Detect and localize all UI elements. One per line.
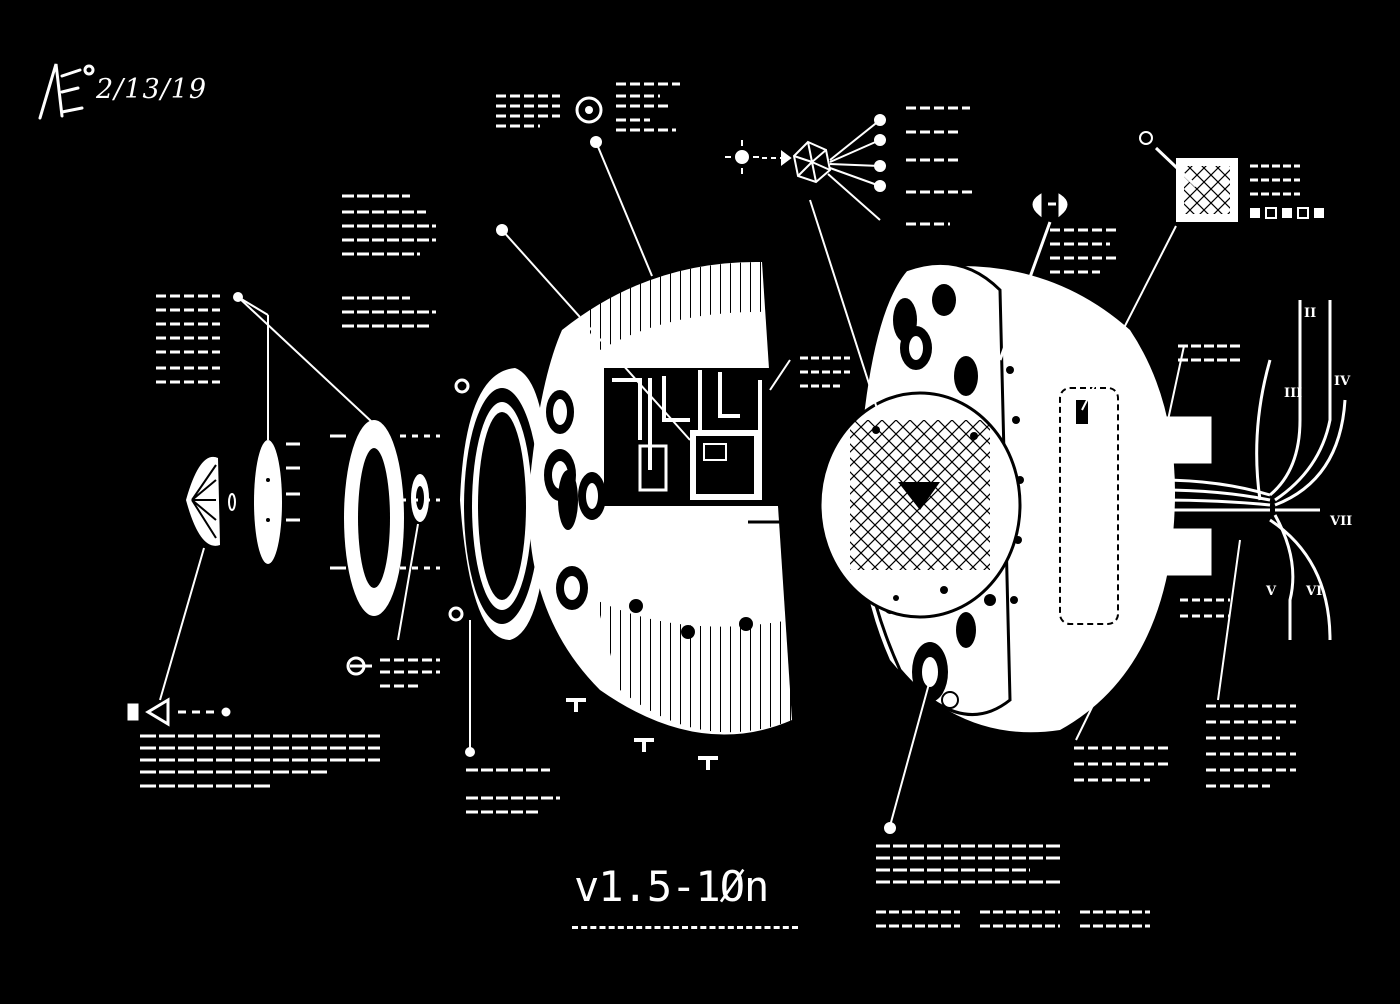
lens-icon: [998, 193, 1068, 361]
back-hemisphere-leaders: [884, 345, 1241, 834]
callout-lens: [127, 697, 231, 727]
sun-icon: [725, 140, 792, 174]
flange-ring: [460, 368, 548, 757]
numeral-vii: VII: [1330, 514, 1353, 529]
version-underline: [572, 926, 798, 929]
ring-washer: [237, 296, 404, 616]
date-annotation: 2/13/19: [96, 74, 208, 105]
lens-cap: [159, 456, 236, 701]
numeral-vi: VI: [1306, 584, 1323, 599]
numeral-iv: IV: [1334, 374, 1351, 389]
front-hemisphere: [528, 261, 792, 770]
numeral-ii: II: [1304, 306, 1317, 321]
numeral-v: V: [1266, 584, 1277, 599]
small-disc: [397, 474, 429, 641]
target-icon: [575, 96, 603, 124]
label-placeholder-blocks: [140, 82, 1300, 928]
version-label: v1.5-1Øn: [574, 862, 769, 911]
numeral-iii: III: [1284, 386, 1303, 401]
iris-disc: [233, 292, 282, 564]
signature-logo: [38, 63, 95, 120]
optic-nerve-cables: [1158, 300, 1347, 641]
grid-panel-icon: [1081, 131, 1324, 411]
icosahedron-icon: [792, 114, 886, 419]
pin-markers: [330, 378, 470, 676]
front-hemisphere-leaders: [496, 136, 791, 441]
